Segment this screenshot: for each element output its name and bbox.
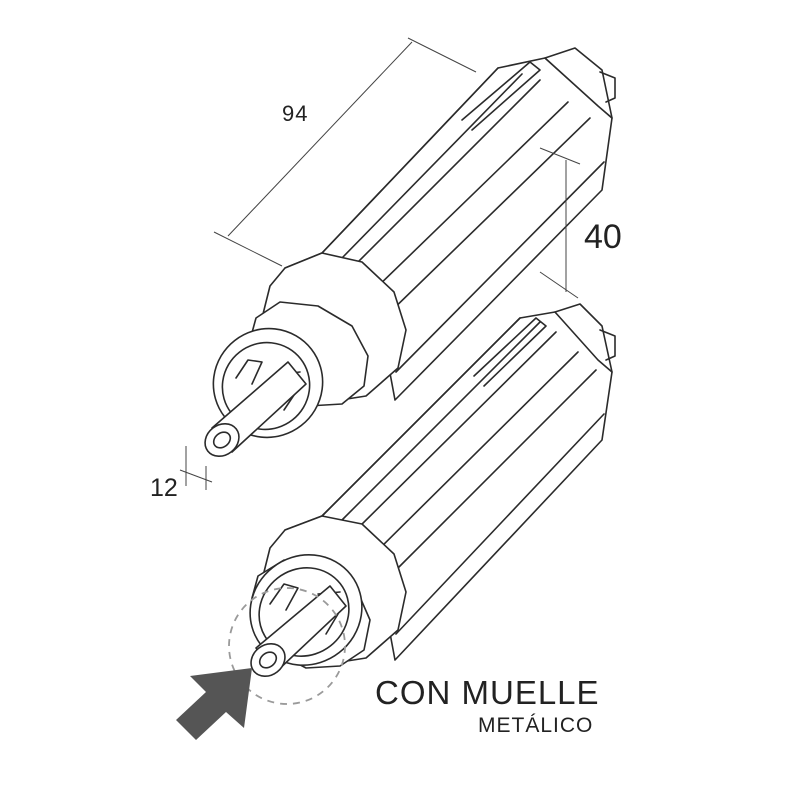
dimension-length-lines — [213, 37, 477, 267]
arrow-icon — [176, 668, 252, 740]
dimension-shaft-lines — [179, 446, 213, 490]
lower-adapter — [249, 303, 616, 678]
upper-adapter — [204, 47, 616, 458]
caption-title: CON MUELLE — [375, 674, 600, 711]
dimension-shaft-label: 12 — [150, 474, 178, 502]
caption-subtitle: METÁLICO — [478, 714, 594, 737]
spring-highlight-circle — [228, 587, 346, 705]
dimension-width-label: 40 — [584, 218, 622, 256]
dimension-length-label: 94 — [282, 101, 309, 126]
dimension-width-lines — [539, 147, 581, 299]
